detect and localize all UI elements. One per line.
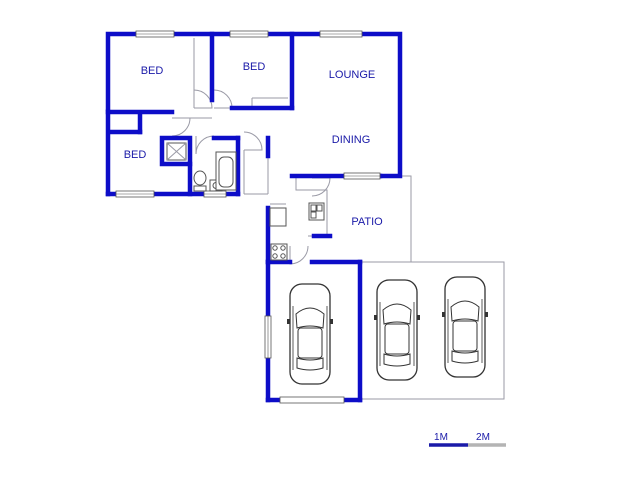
scale-bar: 1M 2M — [429, 432, 506, 447]
car — [373, 279, 421, 381]
toilet — [193, 170, 207, 192]
car — [286, 283, 334, 385]
room-label-lounge: LOUNGE — [329, 69, 375, 81]
windows — [115, 30, 381, 404]
kitchen-sink — [308, 202, 325, 221]
shower — [166, 142, 187, 161]
room-label-patio: PATIO — [351, 216, 383, 228]
window — [229, 30, 269, 38]
room-label-bed: BED — [124, 149, 147, 161]
room-labels: BED BED BED LOUNGE DINING PATIO — [124, 61, 383, 228]
room-label-bed: BED — [243, 61, 266, 73]
window — [343, 172, 381, 180]
window — [115, 190, 155, 198]
room-label-bed: BED — [141, 65, 164, 77]
garage-door — [279, 396, 345, 404]
room-label-dining: DINING — [332, 134, 371, 146]
window — [203, 190, 227, 198]
scale-label-1m: 1M — [434, 432, 448, 443]
window — [135, 30, 175, 38]
cars — [286, 276, 489, 385]
stove — [270, 243, 288, 261]
bathtub — [215, 151, 237, 191]
scale-label-2m: 2M — [476, 432, 490, 443]
fridge-space — [269, 207, 287, 227]
car — [441, 276, 489, 378]
window — [319, 30, 363, 38]
window — [264, 315, 272, 359]
fixtures — [166, 142, 325, 261]
